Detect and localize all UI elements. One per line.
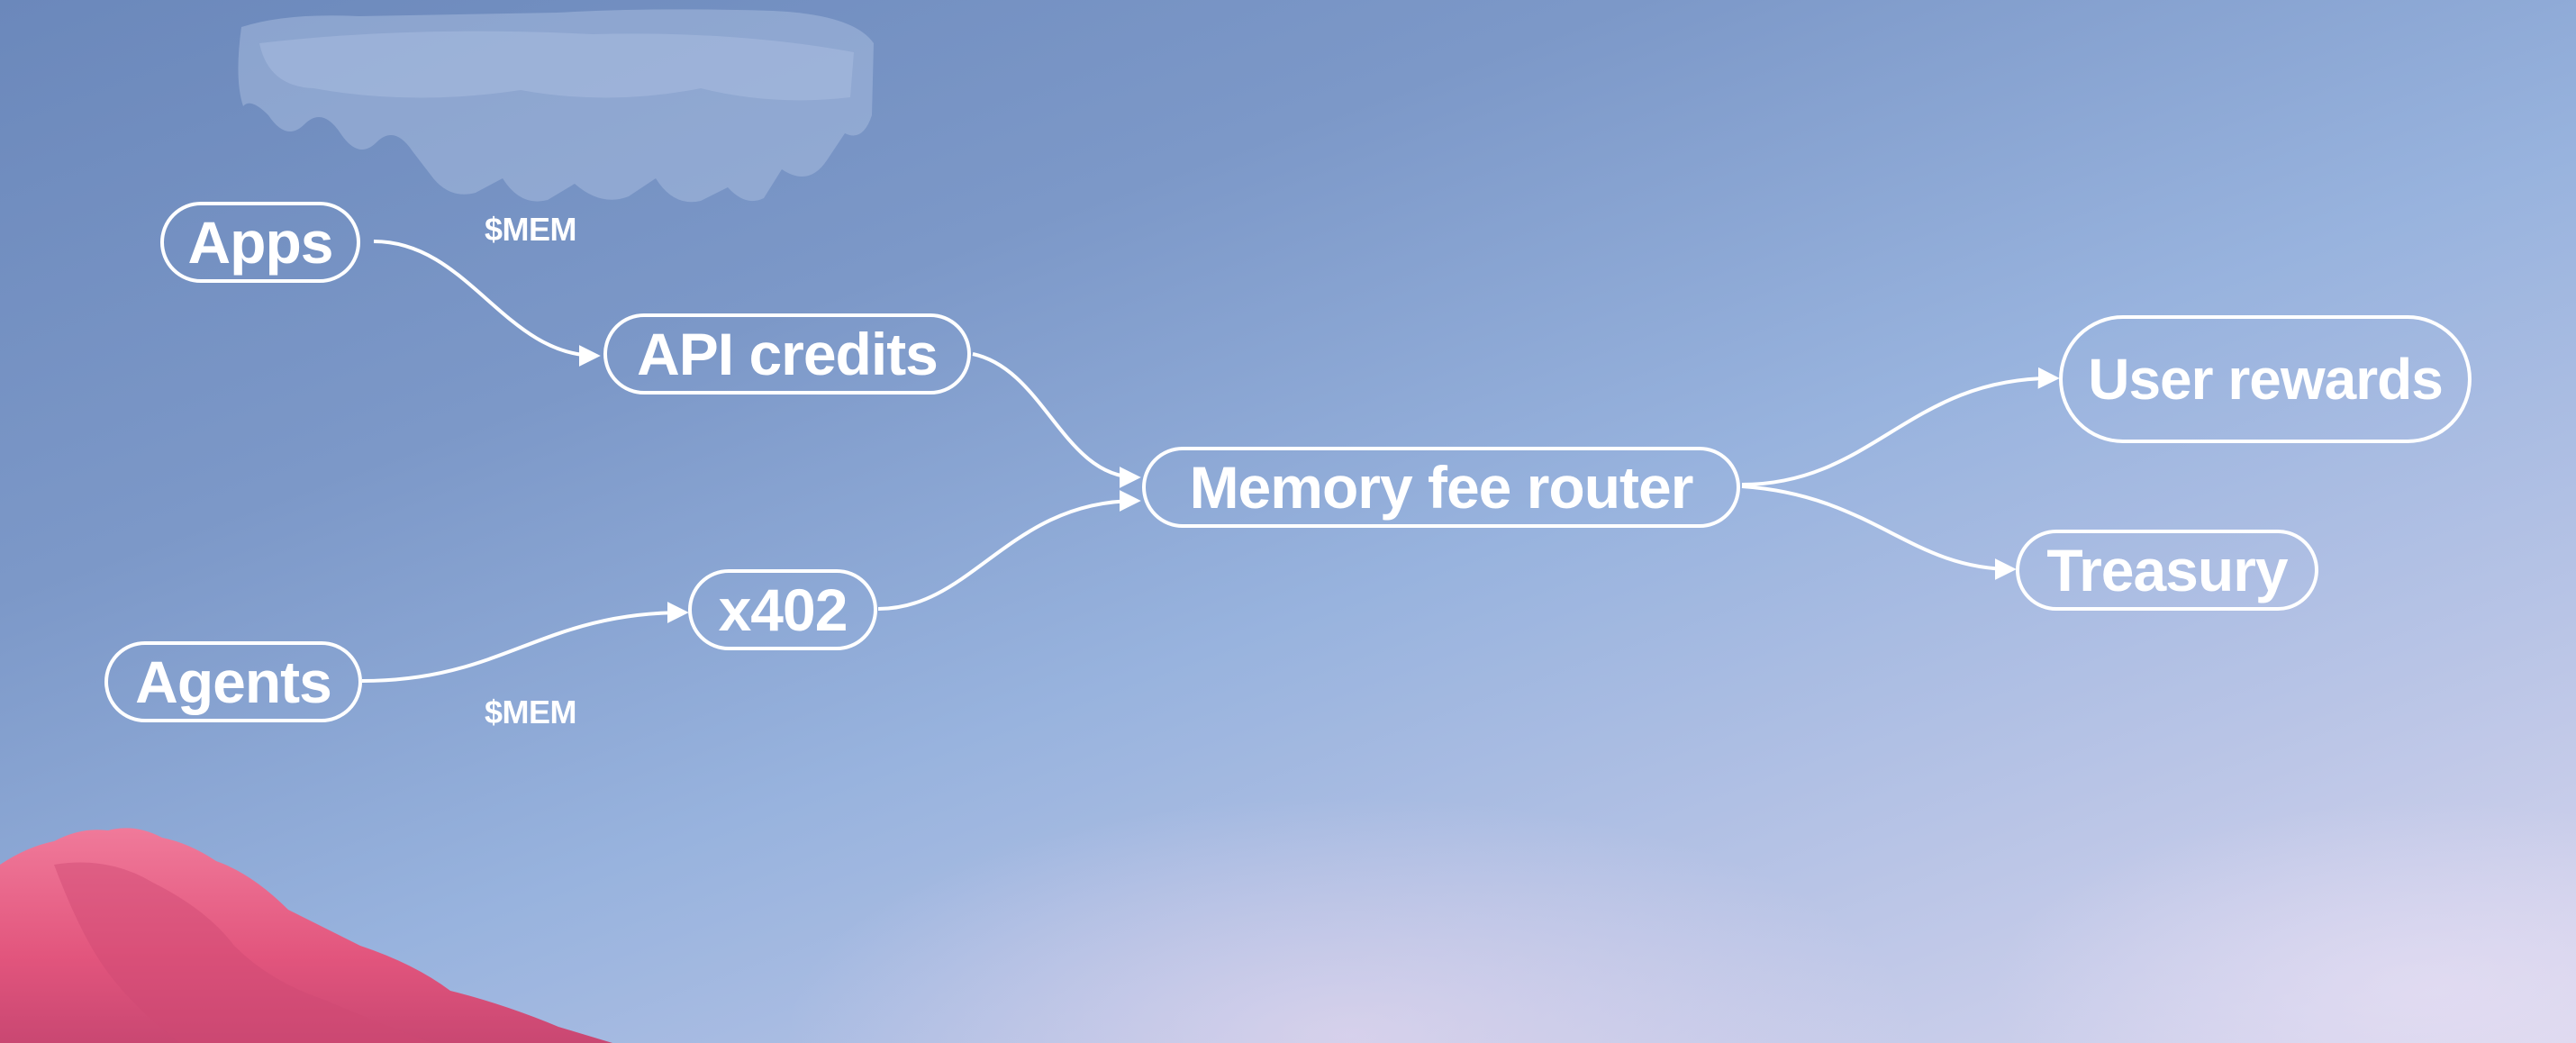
edge-apps-to-api-credits bbox=[373, 240, 601, 367]
edge-label-apps-token: $MEM bbox=[485, 211, 577, 248]
node-apps-label: Apps bbox=[187, 209, 334, 276]
node-treasury: Treasury bbox=[2016, 530, 2318, 611]
node-x402: x402 bbox=[688, 569, 877, 650]
node-memory-fee-router: Memory fee router bbox=[1142, 447, 1740, 528]
edge-agents-to-x402 bbox=[361, 602, 689, 683]
node-api-credits-label: API credits bbox=[637, 321, 939, 387]
edge-x402-to-router bbox=[877, 490, 1141, 611]
node-apps: Apps bbox=[160, 202, 360, 283]
node-api-credits: API credits bbox=[603, 313, 971, 395]
node-x402-label: x402 bbox=[718, 576, 848, 643]
edge-router-to-treasury bbox=[1741, 485, 2017, 580]
node-treasury-label: Treasury bbox=[2046, 537, 2288, 603]
edge-api-credits-to-router bbox=[972, 352, 1141, 488]
edge-router-to-user-rewards bbox=[1741, 367, 2060, 486]
node-user-rewards: User rewards bbox=[2059, 315, 2472, 443]
node-memory-fee-router-label: Memory fee router bbox=[1189, 454, 1694, 521]
node-agents-label: Agents bbox=[135, 648, 332, 715]
node-user-rewards-label: User rewards bbox=[2088, 347, 2444, 412]
node-agents: Agents bbox=[104, 641, 362, 722]
edge-label-agents-token: $MEM bbox=[485, 694, 577, 730]
